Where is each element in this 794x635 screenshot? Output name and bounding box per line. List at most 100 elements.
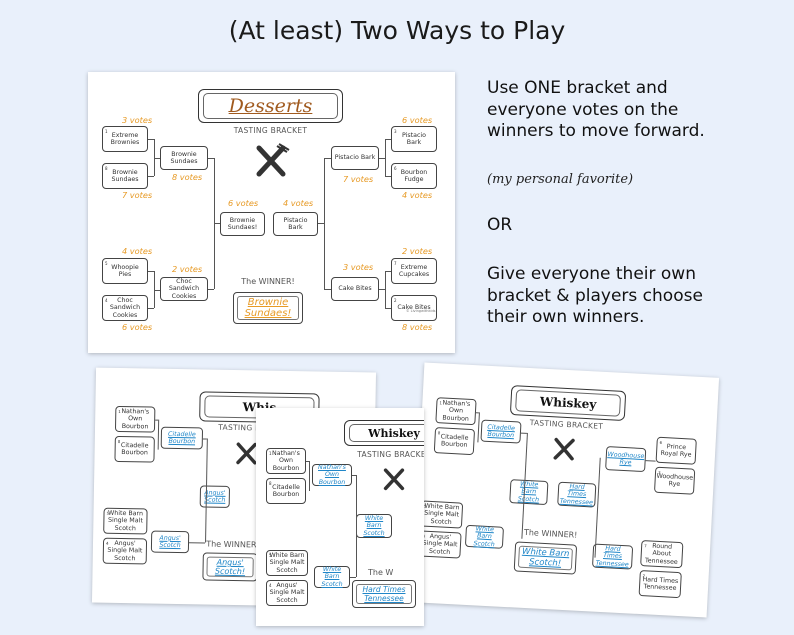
whiskey-subtitle: TASTING BRACKET — [357, 450, 424, 459]
bracket-line — [379, 158, 385, 159]
winner-box: Brownie Sundaes! — [233, 292, 303, 324]
entry-name: Angus' Single Malt Scotch — [269, 582, 305, 604]
bracket-line — [385, 271, 391, 272]
entry-name: White Barn Scotch — [473, 525, 495, 548]
winner-box: Hard Times Tennessee — [352, 580, 416, 608]
fork-knife-icon — [236, 442, 257, 465]
vote-count: 7 votes — [343, 174, 374, 184]
bracket-line — [148, 308, 154, 309]
bracket-slot: Choc Sandwich Cookies — [160, 277, 208, 301]
bracket-slot: White Barn Scotch — [464, 524, 504, 549]
entry-name: Cake Bites — [397, 304, 431, 312]
entry-name: Citadelle Bourbon — [272, 483, 300, 498]
entry-name: Pistacio Bark — [401, 131, 427, 146]
whiskey-title-box: Whiskey — [344, 420, 424, 446]
vote-count: 2 votes — [402, 246, 433, 256]
vote-count: 4 votes — [122, 246, 153, 256]
entry-name: Prince Royal Rye — [660, 443, 692, 459]
bracket-line — [324, 158, 331, 159]
desserts-title: Desserts — [228, 95, 313, 117]
desserts-subtitle: TASTING BRACKET — [233, 126, 308, 135]
seed-number: 8 — [437, 430, 441, 436]
bracket-line — [148, 139, 154, 140]
vote-count: 3 votes — [343, 262, 374, 272]
winner-label: The WINNER! — [523, 527, 578, 540]
entry-name: Pistacio Bark — [334, 154, 376, 162]
vote-count: 8 votes — [172, 172, 203, 182]
instruction-note: (my personal favorite) — [487, 172, 634, 187]
bracket-line — [214, 223, 220, 224]
instruction-or: OR — [487, 215, 513, 235]
seed-number: 5 — [106, 510, 110, 516]
vote-count: 8 votes — [402, 322, 433, 332]
bracket-line — [594, 457, 601, 558]
vote-count: 6 votes — [122, 322, 153, 332]
bracket-line — [324, 289, 331, 290]
vote-count: 4 votes — [402, 190, 433, 200]
vote-count: 3 votes — [122, 115, 153, 125]
seed-number: 1 — [105, 129, 108, 134]
entry-name: White Barn Single Malt Scotch — [269, 552, 305, 574]
fork-knife-icon — [256, 143, 290, 177]
bracket-line — [356, 475, 357, 577]
bracket-line — [352, 475, 356, 476]
bracket-slot: Nathan's Own Bourbon — [312, 464, 352, 486]
bracket-slot: White Barn Scotch — [509, 479, 549, 506]
bracket-line — [645, 460, 656, 462]
entry-name: Pistacio Bark — [283, 216, 308, 231]
bracket-line — [385, 271, 386, 308]
seed-number: 8 — [105, 166, 108, 171]
entry-name: Hard Times Tennessee — [595, 545, 629, 569]
bracket-slot: Pistacio Bark — [273, 212, 318, 236]
seed-number: 1 — [269, 451, 272, 456]
seed-number: 5 — [105, 261, 108, 266]
entry-name: Extreme Cupcakes — [398, 263, 430, 278]
bracket-slot: Angus' Scotch — [150, 530, 190, 554]
entry-name: Choc Sandwich Cookies — [168, 278, 200, 300]
entry-name: Brownie Sundaes — [111, 168, 139, 183]
seed-number: 2 — [394, 298, 397, 303]
bracket-line — [385, 139, 391, 140]
bracket-slot: Hard Times Tennessee — [591, 543, 634, 570]
seed-number: 8 — [117, 438, 121, 445]
winner-name: Angus' Scotch! — [214, 557, 246, 577]
entry-name: Woodhouse Rye — [656, 472, 694, 488]
winner-name: White Barn Scotch! — [521, 546, 570, 569]
whiskey-title: Whiskey — [368, 426, 420, 440]
entry-name: Woodhouse Rye — [607, 450, 645, 467]
entry-name: Brownie Sundaes — [170, 150, 198, 165]
entry-name: Angus' Single Malt Scotch — [107, 540, 143, 562]
bracket-slot: Cake Bites — [331, 277, 379, 301]
vote-count: 4 votes — [283, 198, 314, 208]
bracket-slot: White Barn Scotch — [314, 566, 350, 588]
entry-name: Nathan's Own Bourbon — [272, 450, 300, 472]
vote-count: 2 votes — [172, 264, 203, 274]
entry-name: Hard Times Tennessee — [642, 575, 679, 592]
bracket-line — [350, 577, 356, 578]
bracket-line — [318, 223, 324, 224]
bracket-line — [208, 158, 214, 159]
vote-count: 6 votes — [228, 198, 259, 208]
winner-label: The WINNER! — [206, 539, 260, 550]
instruction-own-bracket: Give everyone their own bracket & player… — [487, 264, 703, 327]
